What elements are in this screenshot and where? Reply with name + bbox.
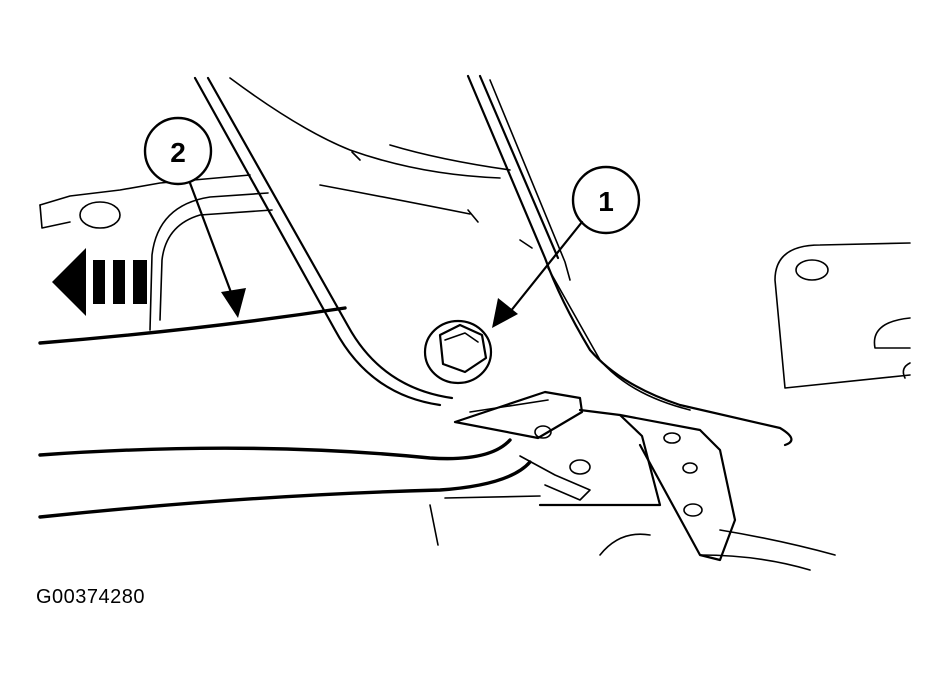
bolt <box>423 319 493 385</box>
callout-2-label: 2 <box>170 137 186 168</box>
callout-2-arrowhead <box>221 288 246 318</box>
figure-id: G00374280 <box>36 586 146 608</box>
hinge-bracket <box>429 390 662 546</box>
callout-1: 1 <box>492 165 641 328</box>
upper-contours <box>229 77 533 249</box>
pillar <box>466 74 793 447</box>
callout-2: 2 <box>143 116 246 318</box>
lower-contours <box>38 306 532 519</box>
left-arrow-icon <box>52 248 147 316</box>
callout-1-label: 1 <box>598 186 614 217</box>
callout-1-arrowhead <box>492 298 518 328</box>
angled-plate <box>599 413 836 571</box>
right-bracket <box>774 242 911 389</box>
strut <box>193 76 454 407</box>
